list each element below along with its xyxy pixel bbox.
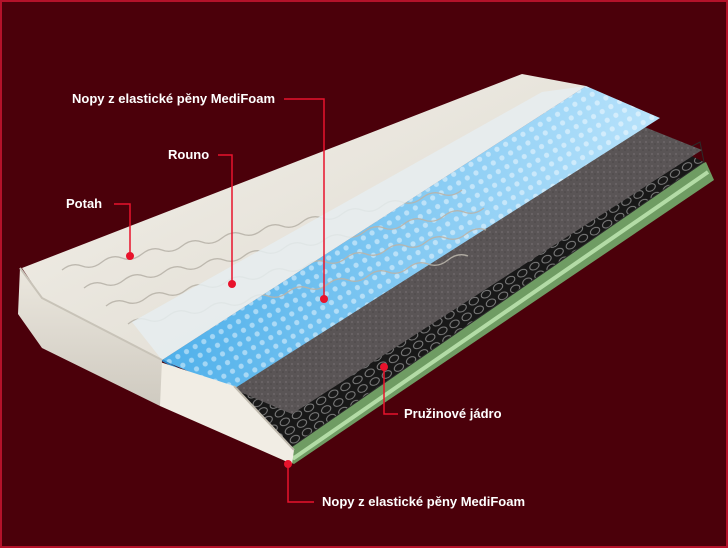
- label-top-foam: Nopy z elastické pěny MediFoam: [72, 91, 276, 106]
- foam-side-block: [160, 362, 295, 464]
- leader-spring-core: [383, 367, 398, 415]
- dot-fleece: [228, 280, 236, 288]
- leader-dots: [126, 252, 388, 468]
- cover-side: [18, 267, 163, 406]
- dot-cover: [126, 252, 134, 260]
- leader-bottom-foam: [287, 464, 314, 503]
- label-fleece: Rouno: [168, 147, 210, 162]
- dot-spring-core: [380, 363, 388, 371]
- label-spring-core: Pružinové jádro: [404, 406, 502, 421]
- label-cover: Potah: [66, 196, 103, 211]
- dot-top-foam: [320, 295, 328, 303]
- fleece-strip: [132, 86, 586, 360]
- label-bottom-foam: Nopy z elastické pěny MediFoam: [322, 494, 526, 509]
- dot-bottom-foam: [284, 460, 292, 468]
- leader-lines: [114, 98, 398, 503]
- leader-fleece: [218, 154, 233, 284]
- fleece-layer: [226, 126, 702, 414]
- leader-cover: [114, 203, 131, 256]
- leader-top-foam: [284, 98, 325, 299]
